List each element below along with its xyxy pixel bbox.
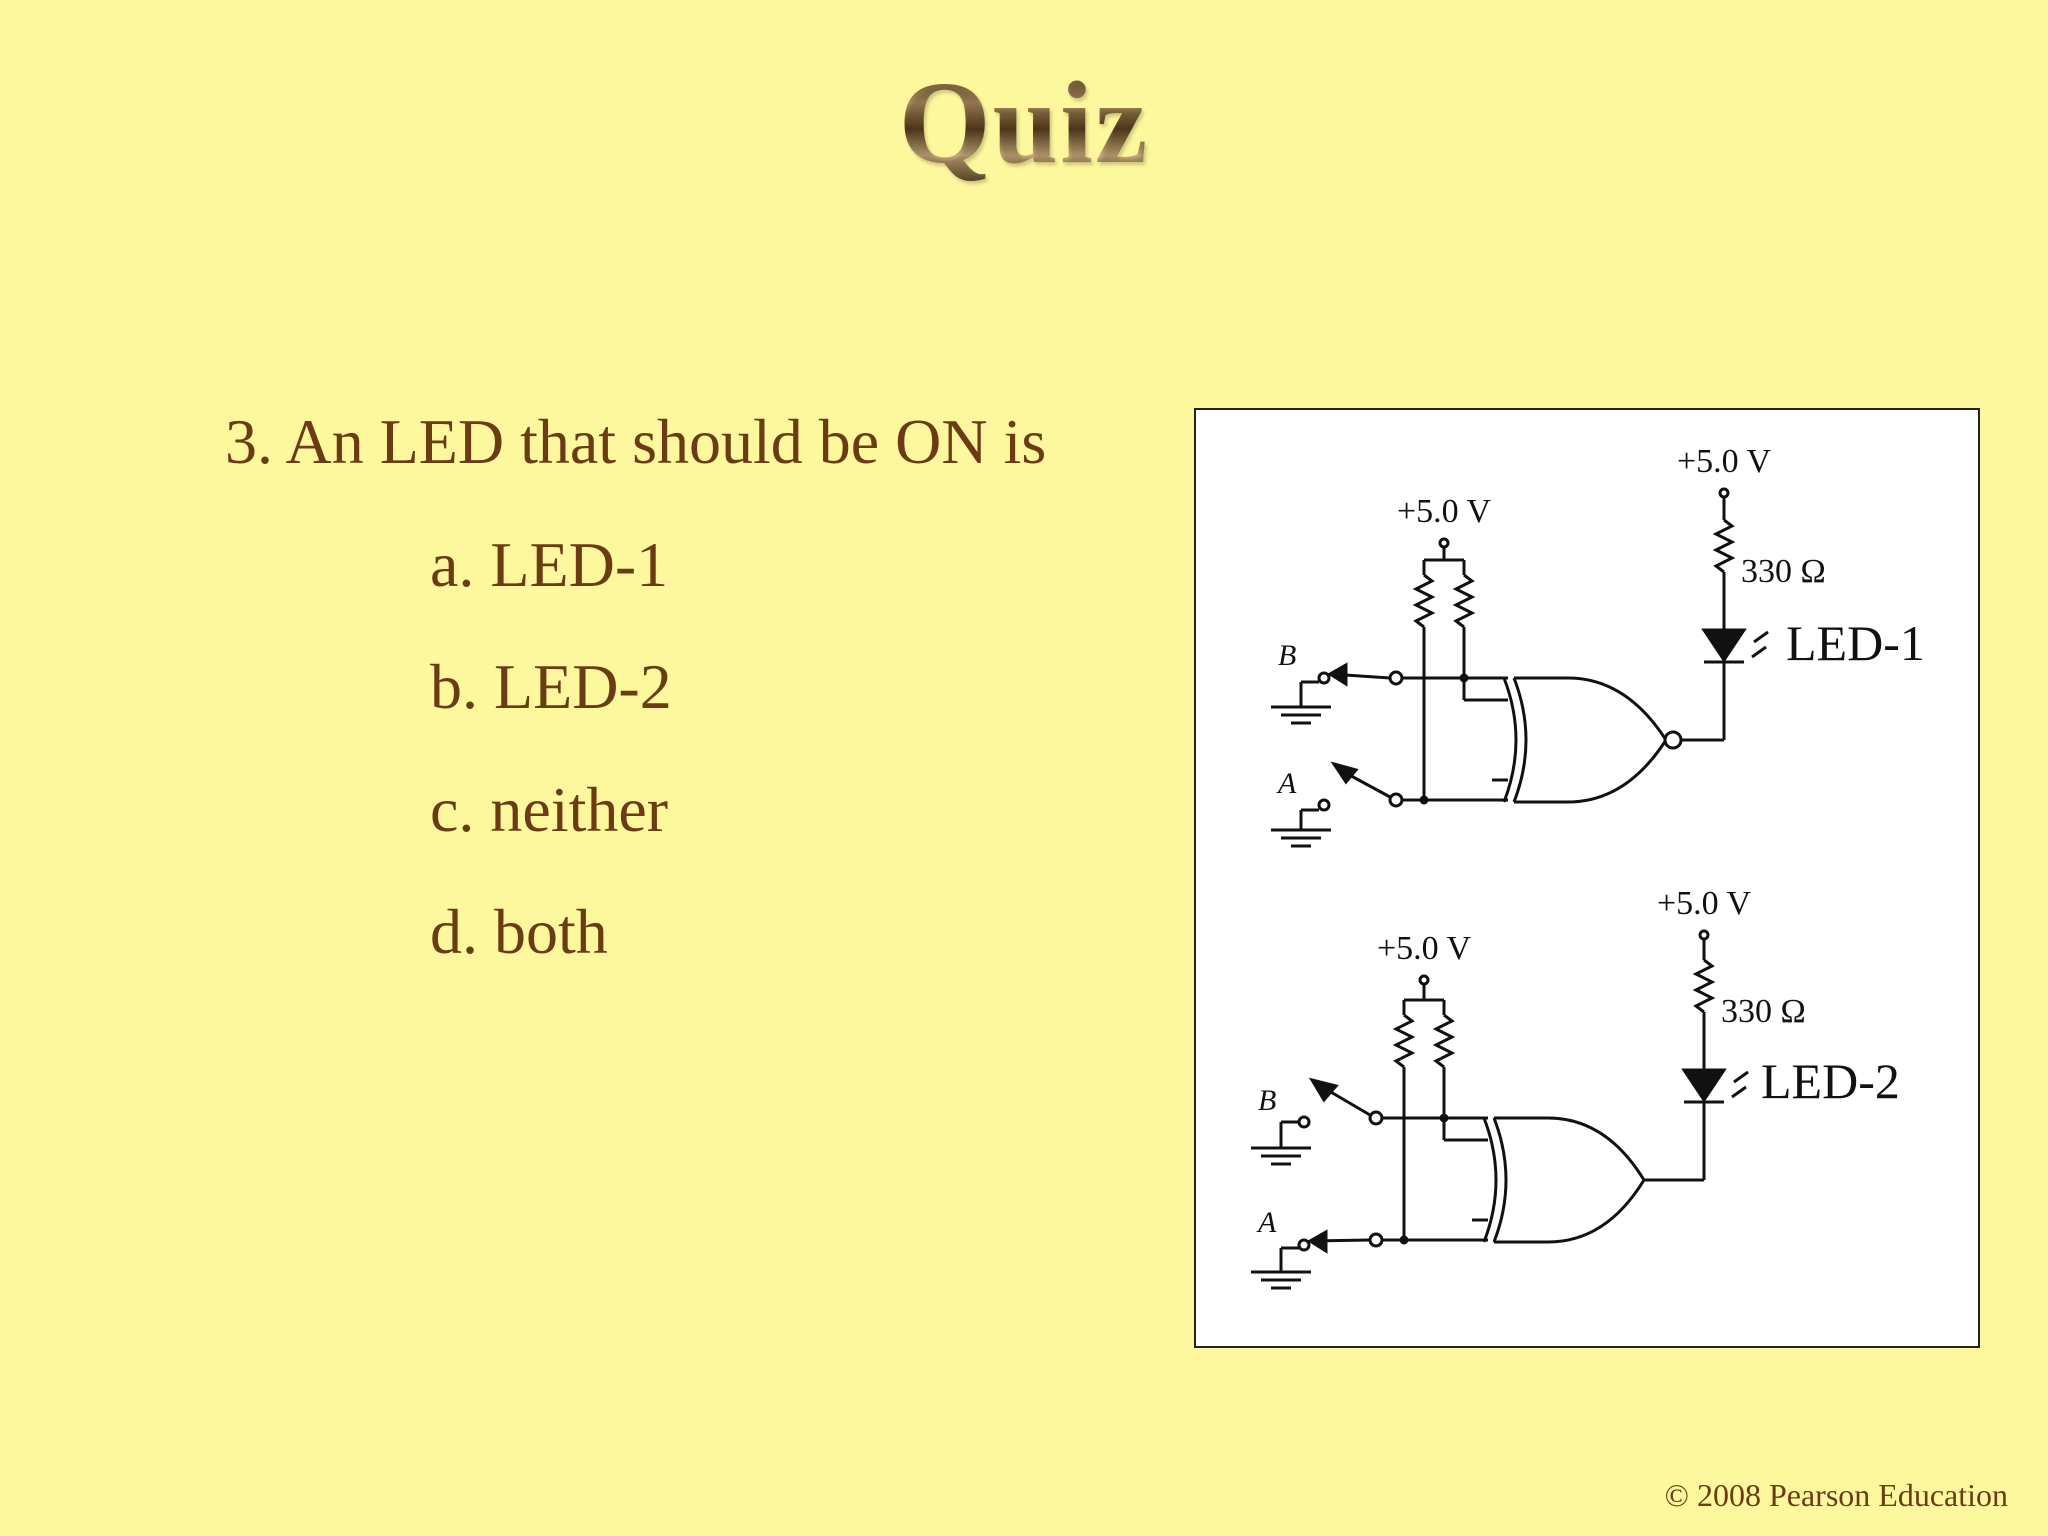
led1-diode xyxy=(1701,628,1747,663)
gate2-supply-terminal xyxy=(1418,974,1430,986)
input-b2-label: B xyxy=(1258,1084,1276,1117)
led2-supply-terminal xyxy=(1698,929,1710,941)
gate2-pullup-b xyxy=(1432,1013,1456,1069)
switch-a2-contact xyxy=(1297,1238,1311,1252)
xnor-input-curve-1 xyxy=(1512,677,1528,803)
input-a1-label: A xyxy=(1276,767,1297,800)
xnor-bubble xyxy=(1663,730,1683,750)
copyright-footer: © 2008 Pearson Education xyxy=(1664,1477,2008,1513)
led2-resistor-label: 330 Ω xyxy=(1721,993,1806,1030)
led2-diode xyxy=(1681,1068,1727,1103)
led1-supply-terminal xyxy=(1718,487,1730,499)
title-container: Quiz xyxy=(0,55,2048,191)
led1-supply-label: +5.0 V xyxy=(1677,443,1772,480)
circuit-diagram: +5.0 V +5.0 V 330 Ω LED-1 B A +5.0 V +5.… xyxy=(1194,408,1980,1348)
xor-gate-body xyxy=(1494,1116,1646,1244)
option-c[interactable]: c. neither xyxy=(430,774,669,845)
gate1-pullup-a xyxy=(1412,573,1436,629)
led1-resistor-label: 330 Ω xyxy=(1741,553,1826,590)
circuit-svg: +5.0 V +5.0 V 330 Ω LED-1 B A +5.0 V +5.… xyxy=(1251,443,1925,1290)
question-text: 3. An LED that should be ON is xyxy=(225,406,1047,477)
input-a2-label: A xyxy=(1256,1206,1277,1239)
led2-resistor xyxy=(1692,958,1716,1014)
switch-b1-contact xyxy=(1317,671,1331,685)
xnor-gate-body xyxy=(1514,676,1668,804)
led1-resistor xyxy=(1712,518,1736,574)
circuit-1 xyxy=(1271,487,1769,848)
led2-supply-label: +5.0 V xyxy=(1657,885,1752,922)
gate1-pullup-b xyxy=(1452,573,1476,629)
gate1-supply-label: +5.0 V xyxy=(1397,493,1492,530)
led2-label: LED-2 xyxy=(1761,1053,1900,1109)
switch-a1-contact xyxy=(1317,798,1331,812)
gate2-supply-label: +5.0 V xyxy=(1377,930,1472,967)
option-d[interactable]: d. both xyxy=(430,896,608,967)
option-a[interactable]: a. LED-1 xyxy=(430,529,669,600)
option-b[interactable]: b. LED-2 xyxy=(430,651,672,722)
slide-title: Quiz xyxy=(898,57,1150,188)
gate2-pullup-a xyxy=(1392,1013,1416,1069)
gate1-supply-terminal xyxy=(1438,537,1450,549)
led1-label: LED-1 xyxy=(1786,615,1925,671)
input-b1-label: B xyxy=(1278,639,1296,672)
switch-b2-contact xyxy=(1297,1115,1311,1129)
xor-input-curve xyxy=(1492,1117,1508,1243)
circuit-2 xyxy=(1251,929,1749,1290)
